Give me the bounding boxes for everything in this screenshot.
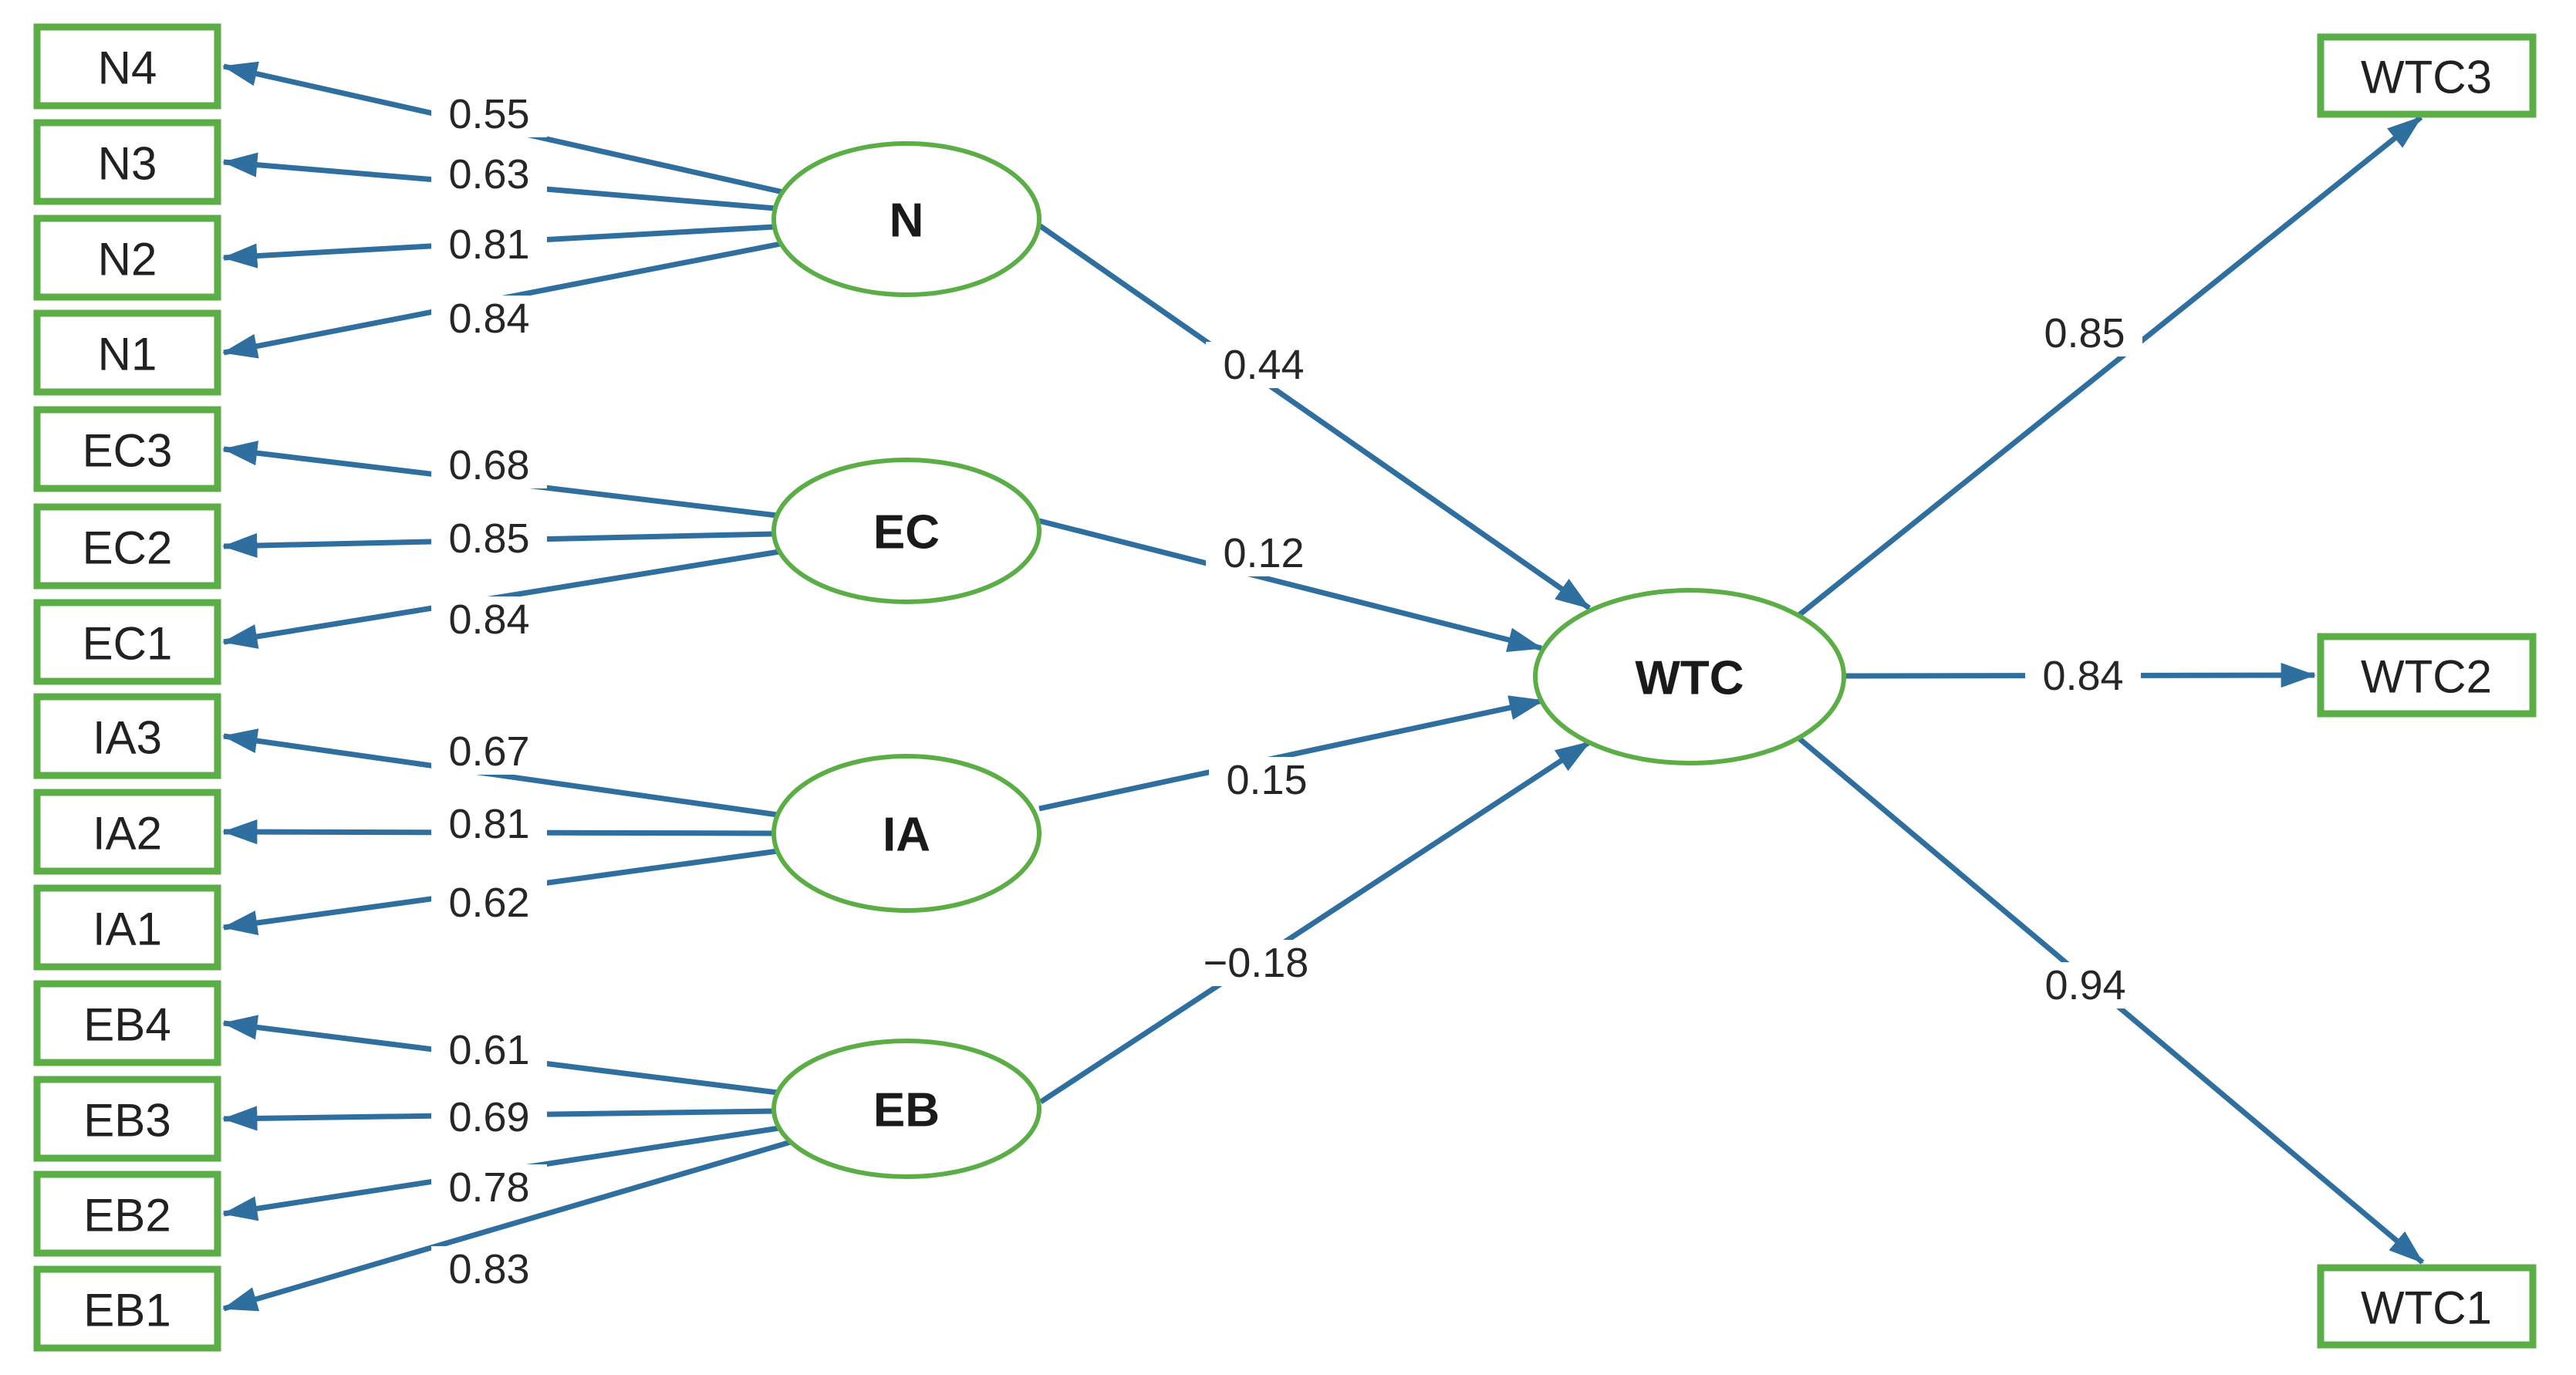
loading-eb1-bg (431, 1246, 547, 1292)
loading-wtc1-bg (2027, 962, 2143, 1008)
indicator-box-eb1: EB1 (33, 1265, 221, 1352)
loading-wtc2: 0.84 (2042, 653, 2123, 699)
loading-ia2: 0.81 (448, 801, 529, 847)
indicator-box-eb2: EB2 (33, 1171, 221, 1257)
latent-label-eb: EB (873, 1084, 940, 1137)
arrow-ec-to-wtc (1038, 518, 1544, 652)
indicator-label-eb3: EB3 (83, 1095, 170, 1147)
arrow-ia-to-ia3 (221, 728, 778, 818)
indicator-box-wtc1: WTC1 (2317, 1264, 2537, 1349)
loading-ec1-bg (431, 596, 547, 643)
indicator-box-n2: N2 (33, 215, 221, 301)
loading-wtc1: 0.94 (2044, 962, 2125, 1008)
loading-ec2: 0.85 (448, 515, 529, 562)
latent-label-ia: IA (883, 809, 930, 862)
indicator-label-ec1: EC1 (83, 618, 173, 670)
indicator-box-ia3: IA3 (33, 693, 221, 779)
loading-eb2-bg (431, 1164, 547, 1211)
indicator-label-ec2: EC2 (83, 522, 173, 574)
latent-node-eb: EB (771, 1039, 1042, 1179)
indicator-box-eb3: EB3 (33, 1076, 221, 1162)
indicator-box-n1: N1 (33, 309, 221, 396)
loading-eb1: 0.83 (448, 1246, 529, 1292)
loading-ia3: 0.67 (448, 728, 529, 775)
loading-ia2-bg (431, 801, 547, 847)
loading-ec3-bg (431, 442, 547, 488)
indicator-label-ec3: EC3 (83, 425, 173, 477)
indicator-label-n2: N2 (98, 234, 157, 285)
loading-wtc3-bg (2027, 310, 2142, 356)
loading-wtc3: 0.85 (2044, 310, 2125, 356)
latent-node-ec: EC (771, 458, 1042, 604)
latent-node-wtc: WTC (1533, 588, 1846, 765)
loading-wtc2-bg (2025, 653, 2141, 699)
indicator-box-ec1: EC1 (33, 599, 221, 685)
loading-n3: 0.63 (448, 151, 529, 198)
loading-n4-bg (431, 91, 547, 137)
loading-n3-bg (431, 151, 547, 198)
loading-eb3-bg (431, 1094, 547, 1140)
loading-ia1: 0.62 (448, 880, 529, 926)
indicator-box-wtc2: WTC2 (2317, 633, 2537, 718)
indicator-box-n3: N3 (33, 119, 221, 205)
loading-ec1: 0.84 (448, 596, 529, 643)
indicator-box-ec2: EC2 (33, 503, 221, 590)
latent-node-n: N (771, 141, 1042, 297)
path-coef-n-bg (1206, 342, 1322, 388)
loading-ec3: 0.68 (448, 442, 529, 488)
indicator-label-n4: N4 (98, 42, 157, 94)
arrow-eb-to-wtc (1039, 740, 1591, 1104)
arrow-ia-to-wtc (1038, 695, 1545, 812)
indicator-label-eb2: EB2 (83, 1190, 170, 1242)
latent-label-wtc: WTC (1635, 652, 1744, 705)
indicator-label-ia3: IA3 (93, 712, 162, 764)
indicator-label-ia2: IA2 (93, 808, 162, 860)
indicator-box-ia2: IA2 (33, 789, 221, 875)
loading-ia1-bg (431, 880, 547, 926)
indicator-box-eb4: EB4 (33, 980, 221, 1066)
indicator-label-n1: N1 (98, 329, 157, 380)
indicator-label-ia1: IA1 (93, 904, 162, 955)
loading-n2-bg (431, 221, 547, 268)
loading-eb2: 0.78 (448, 1164, 529, 1211)
arrow-n-to-wtc (1038, 223, 1591, 610)
path-coef-eb-bg (1179, 940, 1333, 986)
path-coef-eb: −0.18 (1204, 940, 1309, 986)
loading-eb3: 0.69 (448, 1094, 529, 1140)
latent-node-ia: IA (771, 754, 1042, 913)
path-coef-ia: 0.15 (1226, 757, 1307, 803)
loading-ia3-bg (431, 728, 547, 775)
loading-eb4: 0.61 (448, 1027, 529, 1073)
loading-n1: 0.84 (448, 296, 529, 342)
indicator-label-eb1: EB1 (83, 1285, 170, 1336)
loading-ec2-bg (431, 515, 547, 562)
loading-n4: 0.55 (448, 91, 529, 137)
indicator-label-eb4: EB4 (83, 999, 170, 1051)
indicator-label-n3: N3 (98, 138, 157, 190)
indicator-label-wtc1: WTC1 (2361, 1282, 2492, 1334)
path-coef-n: 0.44 (1223, 342, 1304, 388)
loading-n2: 0.81 (448, 221, 529, 268)
latent-label-n: N (890, 194, 924, 248)
loading-eb4-bg (431, 1027, 547, 1073)
indicator-box-n4: N4 (33, 23, 221, 110)
latent-label-ec: EC (873, 506, 940, 559)
loading-n1-bg (431, 296, 547, 342)
indicator-box-ec3: EC3 (33, 406, 221, 492)
arrow-wtc-to-wtc3 (1797, 115, 2423, 617)
arrow-eb-to-eb1 (221, 1139, 792, 1312)
indicator-label-wtc2: WTC2 (2361, 651, 2492, 703)
path-coef-ec-bg (1206, 530, 1322, 576)
indicator-box-wtc3: WTC3 (2317, 33, 2537, 118)
path-coef-ec: 0.12 (1223, 530, 1304, 576)
indicator-label-wtc3: WTC3 (2361, 52, 2492, 103)
indicator-box-ia1: IA1 (33, 884, 221, 971)
path-coef-ia-bg (1209, 757, 1325, 803)
